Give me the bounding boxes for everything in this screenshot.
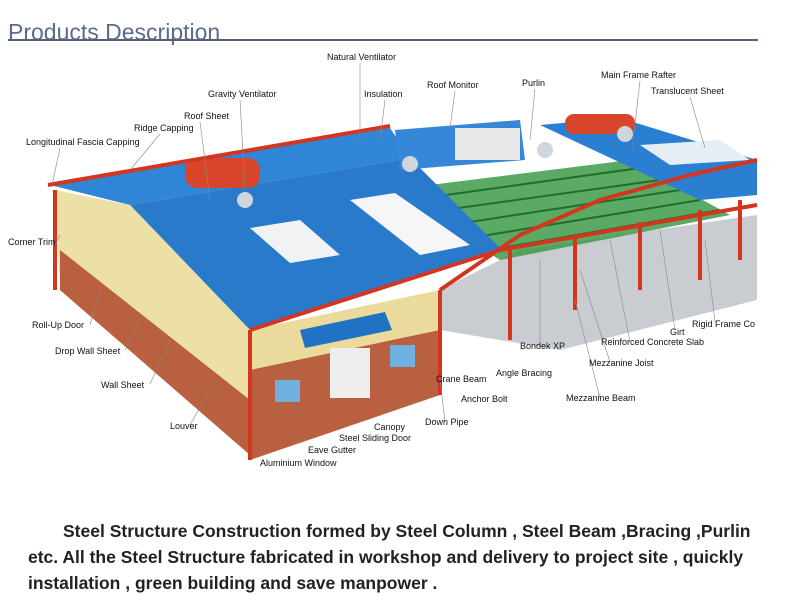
label-gravity-ventilator: Gravity Ventilator [208, 89, 277, 99]
label-aluminium-window: Aluminium Window [260, 458, 337, 468]
label-bondek-xp: Bondek XP [520, 341, 565, 351]
label-roof-monitor: Roof Monitor [427, 80, 479, 90]
label-canopy: Canopy [374, 422, 406, 432]
right-roof [540, 118, 757, 200]
label-corner-trim: Corner Trim [8, 237, 56, 247]
label-drop-wall-sheet: Drop Wall Sheet [55, 346, 121, 356]
label-main-frame-rafter: Main Frame Rafter [601, 70, 676, 80]
diagram-labels: Natural Ventilator Gravity Ventilator In… [8, 52, 755, 468]
label-wall-sheet: Wall Sheet [101, 380, 145, 390]
label-crane-beam: Crane Beam [436, 374, 487, 384]
canopy [300, 312, 392, 348]
title-divider [8, 39, 758, 41]
steel-structure-diagram: Natural Ventilator Gravity Ventilator In… [8, 52, 758, 468]
label-rigid-frame-column: Rigid Frame Co [692, 319, 755, 329]
label-longitudinal-fascia-capping: Longitudinal Fascia Capping [26, 137, 140, 147]
label-louver: Louver [170, 421, 198, 431]
label-roof-sheet: Roof Sheet [184, 111, 230, 121]
label-eave-gutter: Eave Gutter [308, 445, 356, 455]
page-title: Products Description [8, 19, 221, 46]
building-illustration [47, 114, 758, 460]
label-purlin: Purlin [522, 78, 545, 88]
product-description: Steel Structure Construction formed by S… [28, 521, 751, 593]
label-girt: Girt [670, 327, 685, 337]
label-mezzanine-joist: Mezzanine Joist [589, 358, 654, 368]
label-steel-sliding-door: Steel Sliding Door [339, 433, 411, 443]
label-reinforced-concrete-slab: Reinforced Concrete Slab [601, 337, 704, 347]
label-translucent-sheet: Translucent Sheet [651, 86, 724, 96]
label-angle-bracing: Angle Bracing [496, 368, 552, 378]
label-down-pipe: Down Pipe [425, 417, 469, 427]
label-ridge-capping: Ridge Capping [134, 123, 194, 133]
label-anchor-bolt: Anchor Bolt [461, 394, 508, 404]
label-roll-up-door: Roll-Up Door [32, 320, 84, 330]
label-insulation: Insulation [364, 89, 403, 99]
label-natural-ventilator: Natural Ventilator [327, 52, 396, 62]
label-mezzanine-beam: Mezzanine Beam [566, 393, 636, 403]
translucent-sheet [250, 220, 340, 263]
leader-lines [51, 63, 716, 426]
